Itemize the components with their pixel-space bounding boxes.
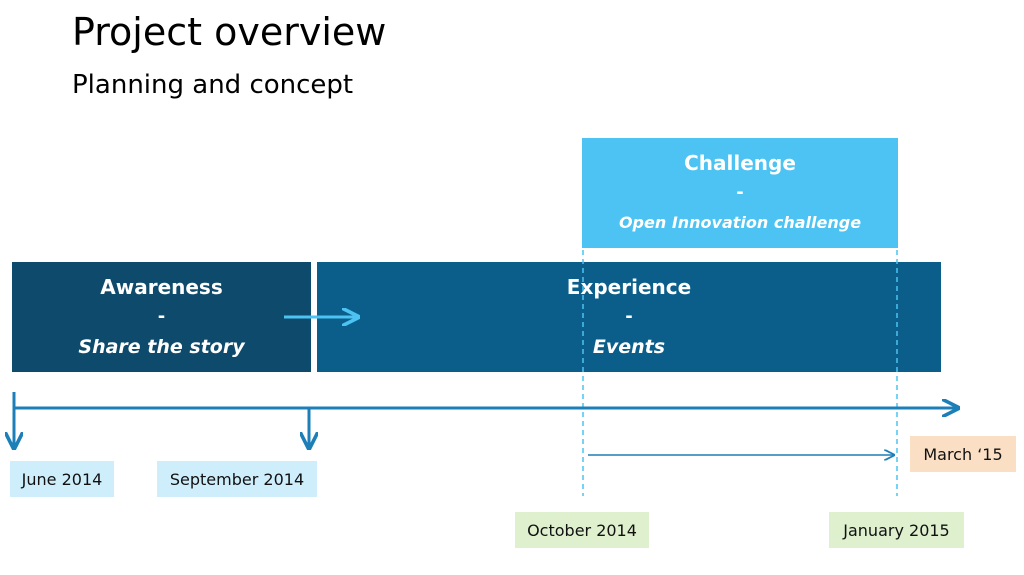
experience-title: Experience [566,275,692,299]
awareness-phase-box: Awareness - Share the story [12,262,311,372]
challenge-detail: Open Innovation challenge [618,213,862,232]
challenge-dash: - [736,182,744,203]
page-subtitle: Planning and concept [72,70,354,100]
date-label-september: September 2014 [157,461,317,497]
experience-phase-box: Experience - Events [317,262,941,372]
experience-detail: Events [592,336,666,358]
challenge-phase-box: Challenge - Open Innovation challenge [582,138,898,248]
date-label-june: June 2014 [10,461,114,497]
date-label-january: January 2015 [829,512,964,548]
date-label-october: October 2014 [515,512,649,548]
page-title: Project overview [72,10,387,54]
date-label-march: March ‘15 [910,436,1016,472]
challenge-title: Challenge [684,151,796,175]
experience-dash: - [625,306,633,327]
awareness-dash: - [157,306,166,327]
awareness-title: Awareness [100,275,223,299]
awareness-detail: Share the story [78,336,245,358]
